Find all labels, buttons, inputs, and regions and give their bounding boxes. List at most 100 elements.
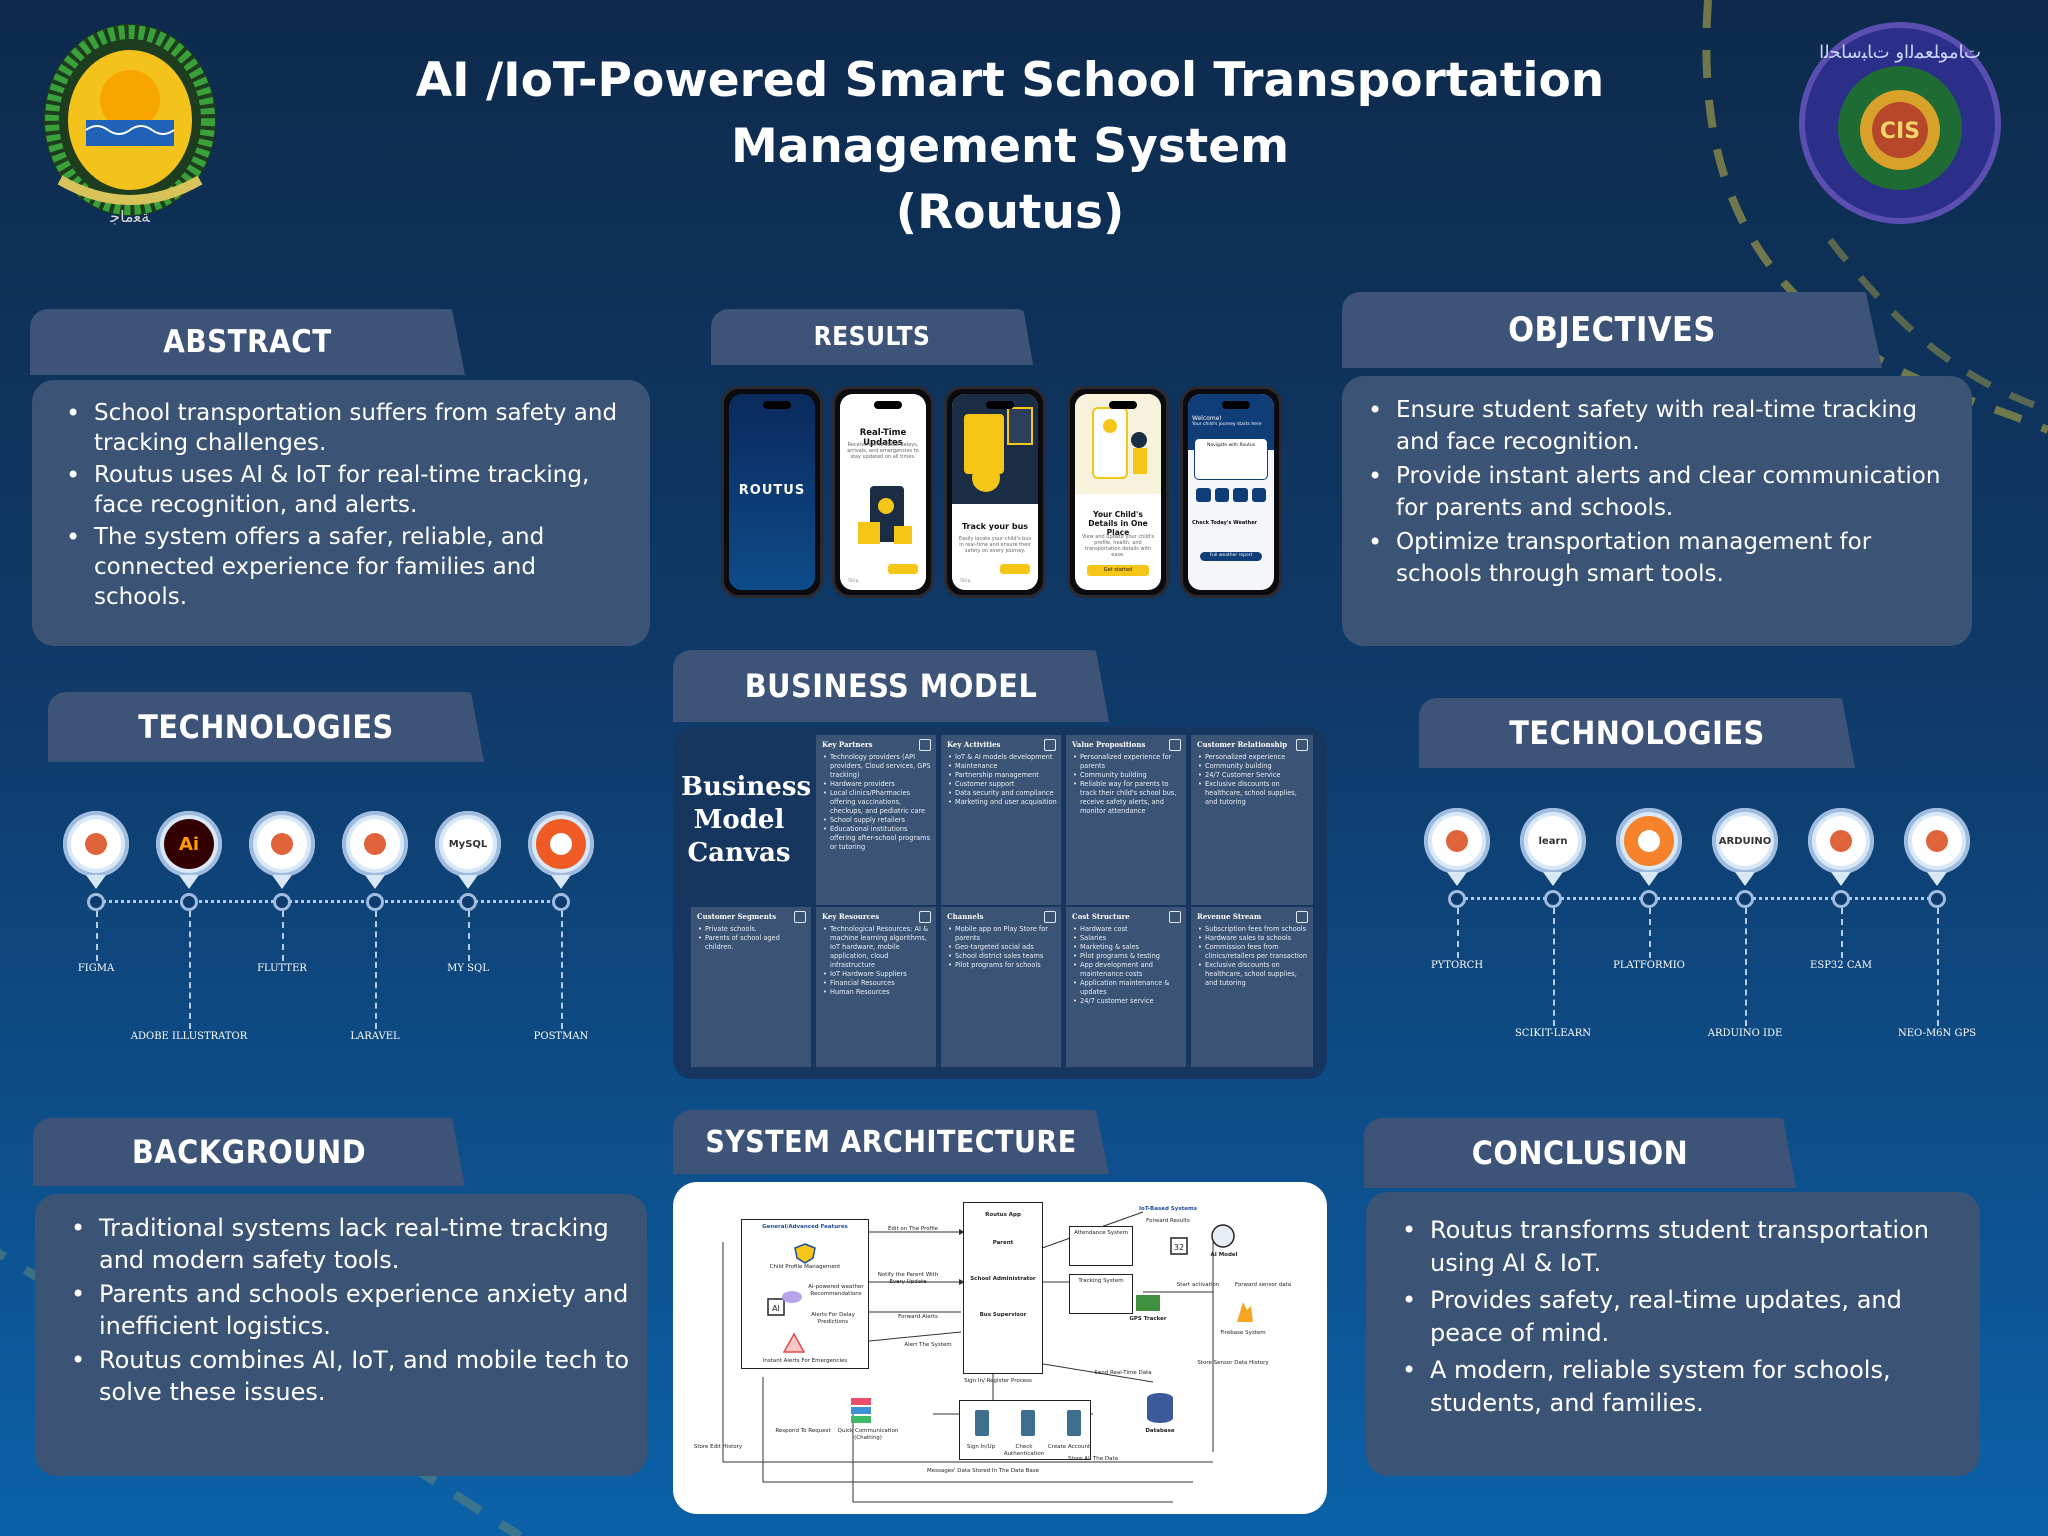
start-activation-label: Start activation [1176, 1282, 1220, 1288]
phone3-skip[interactable]: Skip [960, 578, 971, 584]
system-architecture-diagram: General/Advanced Features Child Profile … [673, 1182, 1327, 1514]
tech-right-label-3: ARDUINO IDE [1707, 1028, 1783, 1039]
laravel-icon [350, 819, 400, 869]
tech-left-pin-2 [272, 875, 292, 889]
bmc-item: Local clinics/Pharmacies offering vaccin… [823, 789, 932, 816]
background-bullet-1: Traditional systems lack real-time track… [65, 1212, 631, 1276]
phone2-skip[interactable]: Skip [848, 578, 859, 584]
child-profile-label: Child Profile Management [769, 1264, 841, 1270]
flutter-icon [257, 819, 307, 869]
pytorch-icon [1432, 816, 1482, 866]
bmc-cell-icon [1169, 911, 1181, 923]
bmc-cell-icon [1296, 911, 1308, 923]
bmc-item: Maintenance [948, 762, 1057, 771]
phone3-next-button[interactable] [1000, 564, 1030, 574]
bmc-key-activities: Key ActivitiesIoT & AI models developmen… [941, 735, 1061, 905]
bmc-item: Technology providers (API providers, Clo… [823, 753, 932, 780]
bmc-item: Mobile app on Play Store for parents [948, 925, 1057, 943]
bmc-cost-structure: Cost StructureHardware costSalariesMarke… [1066, 907, 1186, 1067]
bmc-item: App development and maintenance costs [1073, 961, 1182, 979]
forward-results-label: Forward Results [1146, 1218, 1190, 1224]
phone2-next-button[interactable] [888, 564, 918, 574]
messages-label: Messages' Data Stored In The Data Base [927, 1468, 1039, 1474]
tech-left-connector-5 [561, 911, 563, 1029]
tech-right-timeline [1458, 897, 1936, 900]
university-seal-logo: ﺔﻌﻣﺎﺟ [30, 10, 230, 250]
results-heading: RESULTS [711, 309, 1033, 365]
routus-app-box [963, 1202, 1043, 1374]
store-edit-label: Store Edit History [693, 1444, 743, 1450]
bmc-item: Reliable way for parents to track their … [1073, 780, 1182, 816]
parent-label: Parent [992, 1240, 1014, 1246]
tech-left-pin-0 [86, 875, 106, 889]
tech-right-pin-1 [1543, 872, 1563, 886]
store-sensor-label: Store Sensor Data History [1197, 1360, 1269, 1366]
objectives-bullet-1: Ensure student safety with real-time tra… [1362, 394, 1954, 458]
iot-chip-icon: 32 [1170, 1237, 1188, 1255]
tech-right-label-2: PLATFORMIO [1613, 960, 1685, 971]
tech-right-pin-5 [1927, 872, 1947, 886]
instant-alerts-label: Instant Alerts For Emergencies [762, 1358, 848, 1364]
objectives-bullet-3: Optimize transportation management for s… [1362, 526, 1954, 590]
bmc-item: 24/7 Customer Service [1198, 771, 1309, 780]
title-line-3: (Routus) [895, 185, 1125, 240]
bmc-item: Salaries [1073, 934, 1182, 943]
platformio-icon [1624, 816, 1674, 866]
scikit-learn-icon: learn [1528, 816, 1578, 866]
bmc-item: Community building [1198, 762, 1309, 771]
bmc-item: IoT Hardware Suppliers [823, 970, 932, 979]
forward-sensor-label: Forward sensor data [1234, 1282, 1292, 1288]
tech-right-pin-2 [1639, 872, 1659, 886]
tech-right-label-0: PYTORCH [1430, 960, 1484, 971]
bmc-item: Hardware cost [1073, 925, 1182, 934]
bmc-item: Geo-targeted social ads [948, 943, 1057, 952]
bmc-item: Exclusive discounts on healthcare, schoo… [1198, 961, 1309, 988]
tech-right-connector-0 [1457, 908, 1459, 958]
bmc-item: Customer support [948, 780, 1057, 789]
tech-right-node-4 [1808, 808, 1874, 874]
create-account-label: Create Account [1047, 1444, 1091, 1450]
respond-request-label: Respond To Request [775, 1428, 831, 1434]
background-heading: BACKGROUND [33, 1118, 465, 1186]
bus-supervisor-label: Bus Supervisor [979, 1312, 1027, 1318]
get-started-button[interactable]: Get started [1087, 565, 1149, 576]
tech-left-connector-4 [468, 911, 470, 961]
warning-icon [783, 1332, 805, 1353]
tech-left-node-4: MySQL [435, 811, 501, 877]
phone2-title: Real-Time Updates [859, 428, 907, 448]
bmc-item: Pilot programs for schools [948, 961, 1057, 970]
weather-report-button[interactable]: Full weather report [1200, 552, 1262, 561]
objectives-heading: OBJECTIVES [1342, 292, 1882, 368]
ai-model-label: AI Model [1210, 1252, 1238, 1258]
tracking-box [1069, 1274, 1133, 1314]
profile-illustration-icon [1075, 394, 1161, 494]
svg-text:CIS: CIS [1880, 119, 1920, 144]
edit-profile-label: Edit on The Profile [887, 1226, 939, 1232]
tech-right-dot-5 [1928, 890, 1946, 908]
ai-chip-icon: AI [767, 1298, 785, 1316]
tech-left-pin-5 [551, 875, 571, 889]
figma-icon [71, 819, 121, 869]
tech-right-node-5 [1904, 808, 1970, 874]
server-icons [975, 1410, 1081, 1436]
tech-left-dot-4 [459, 893, 477, 911]
tech-left-connector-1 [189, 911, 191, 1029]
bmc-item: School district sales teams [948, 952, 1057, 961]
tech-left-heading: TECHNOLOGIES [48, 692, 484, 762]
bmc-item: Hardware providers [823, 780, 932, 789]
bmc-cell-title: Revenue Stream [1197, 912, 1262, 921]
bmc-item: Financial Resources [823, 979, 932, 988]
tracking-label: Tracking System [1078, 1278, 1124, 1284]
bmc-item: Partnership management [948, 771, 1057, 780]
home-card[interactable]: Navigate with Routus [1194, 438, 1268, 480]
conclusion-bullet-3: A modern, reliable system for schools, s… [1396, 1354, 1962, 1420]
bmc-item: 24/7 customer service [1073, 997, 1182, 1006]
bmc-key-resources: Key ResourcesTechnological Resources: AI… [816, 907, 936, 1067]
check-auth-label: Check Authentication [1003, 1444, 1045, 1457]
bmc-item: Subscription fees from schools [1198, 925, 1309, 934]
home-quick-actions[interactable] [1196, 488, 1266, 502]
bmc-item: Educational institutions offering after-… [823, 825, 932, 852]
bmc-channels: ChannelsMobile app on Play Store for par… [941, 907, 1061, 1067]
conclusion-panel: Routus transforms student transportation… [1366, 1192, 1980, 1476]
gps-tracker-icon [1136, 1295, 1160, 1311]
